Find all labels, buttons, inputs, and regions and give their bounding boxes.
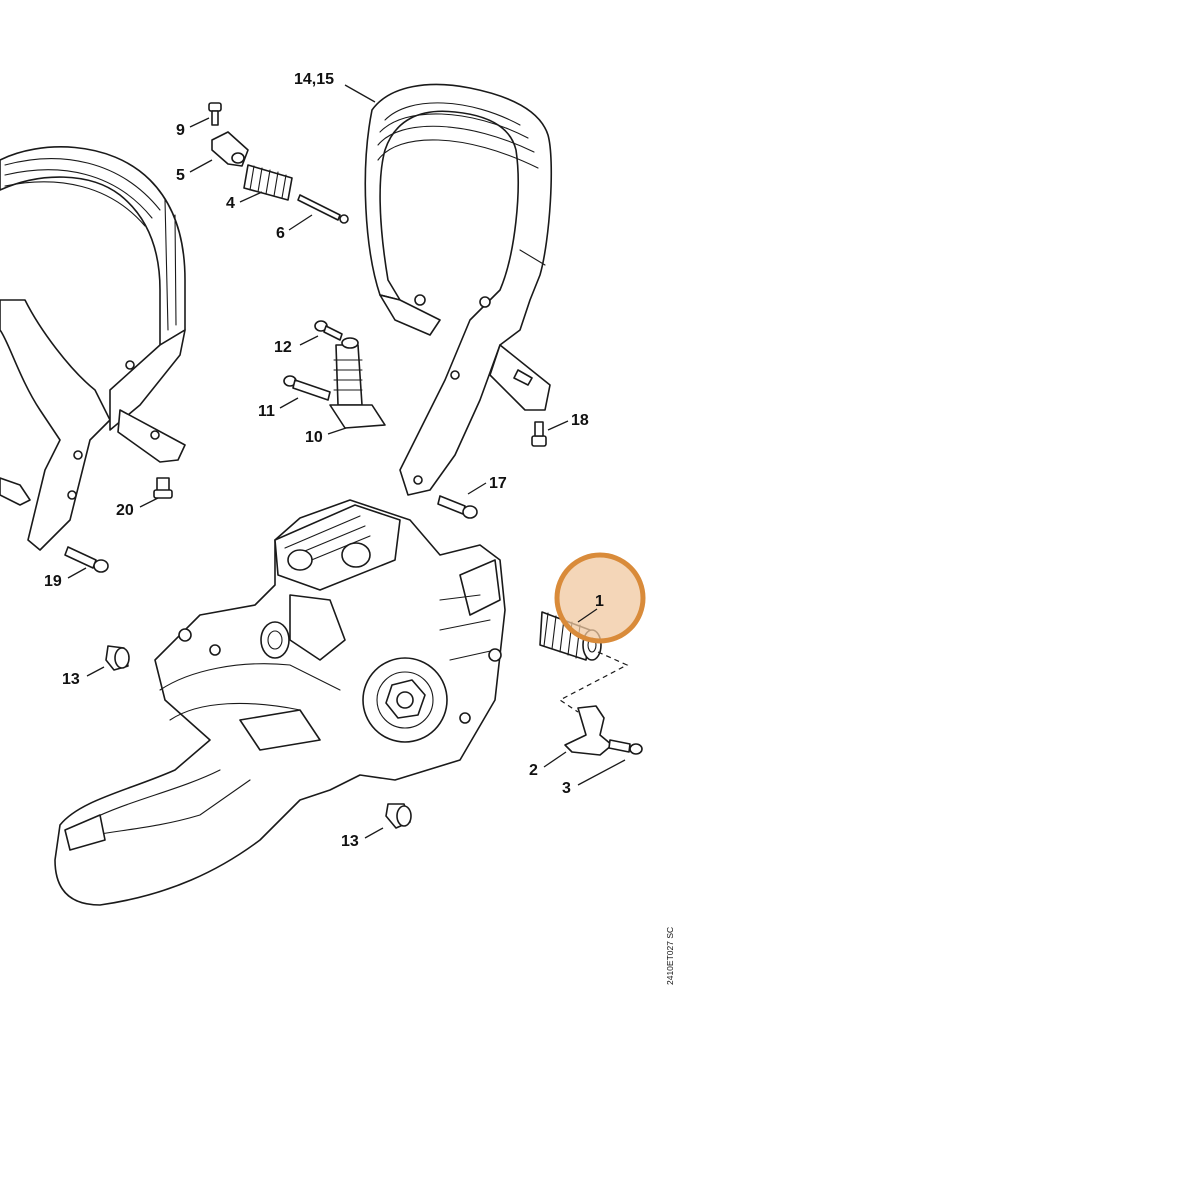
label-3: 3 bbox=[562, 780, 571, 797]
spring-4 bbox=[243, 164, 293, 201]
drawing-code: 2410ET027 SC bbox=[665, 927, 675, 985]
label-18: 18 bbox=[571, 412, 589, 429]
crankcase-housing bbox=[54, 499, 506, 906]
label-11: 11 bbox=[258, 403, 275, 420]
screw-9 bbox=[208, 102, 222, 126]
front-handle-left bbox=[0, 146, 186, 551]
bracket-5 bbox=[211, 131, 249, 167]
screw-19 bbox=[64, 546, 109, 573]
screw-18 bbox=[531, 421, 547, 447]
label-4: 4 bbox=[226, 195, 235, 212]
label-9: 9 bbox=[176, 122, 185, 139]
label-2: 2 bbox=[529, 762, 538, 779]
plug-13b bbox=[385, 803, 412, 829]
screw-12 bbox=[314, 320, 343, 341]
label-13b: 13 bbox=[341, 833, 359, 850]
label-19: 19 bbox=[44, 573, 62, 590]
label-14-15: 14,15 bbox=[294, 71, 334, 88]
screw-3 bbox=[608, 739, 643, 755]
label-12: 12 bbox=[274, 339, 292, 356]
label-17: 17 bbox=[489, 475, 507, 492]
assembly-path-dashed bbox=[558, 651, 629, 713]
stop-2 bbox=[564, 705, 613, 756]
label-6: 6 bbox=[276, 225, 285, 242]
label-13a: 13 bbox=[62, 671, 80, 688]
plug-13a bbox=[105, 645, 130, 671]
label-1: 1 bbox=[595, 593, 604, 610]
label-10: 10 bbox=[305, 429, 323, 446]
annular-buffer-10 bbox=[329, 337, 386, 429]
highlight-ring bbox=[554, 552, 646, 644]
screw-11 bbox=[283, 375, 331, 401]
rear-handle bbox=[364, 83, 553, 496]
label-5: 5 bbox=[176, 167, 185, 184]
screw-20 bbox=[153, 477, 173, 499]
screw-17 bbox=[437, 495, 478, 519]
label-20: 20 bbox=[116, 502, 134, 519]
leader-lines bbox=[67, 84, 626, 839]
pin-6 bbox=[297, 194, 349, 224]
